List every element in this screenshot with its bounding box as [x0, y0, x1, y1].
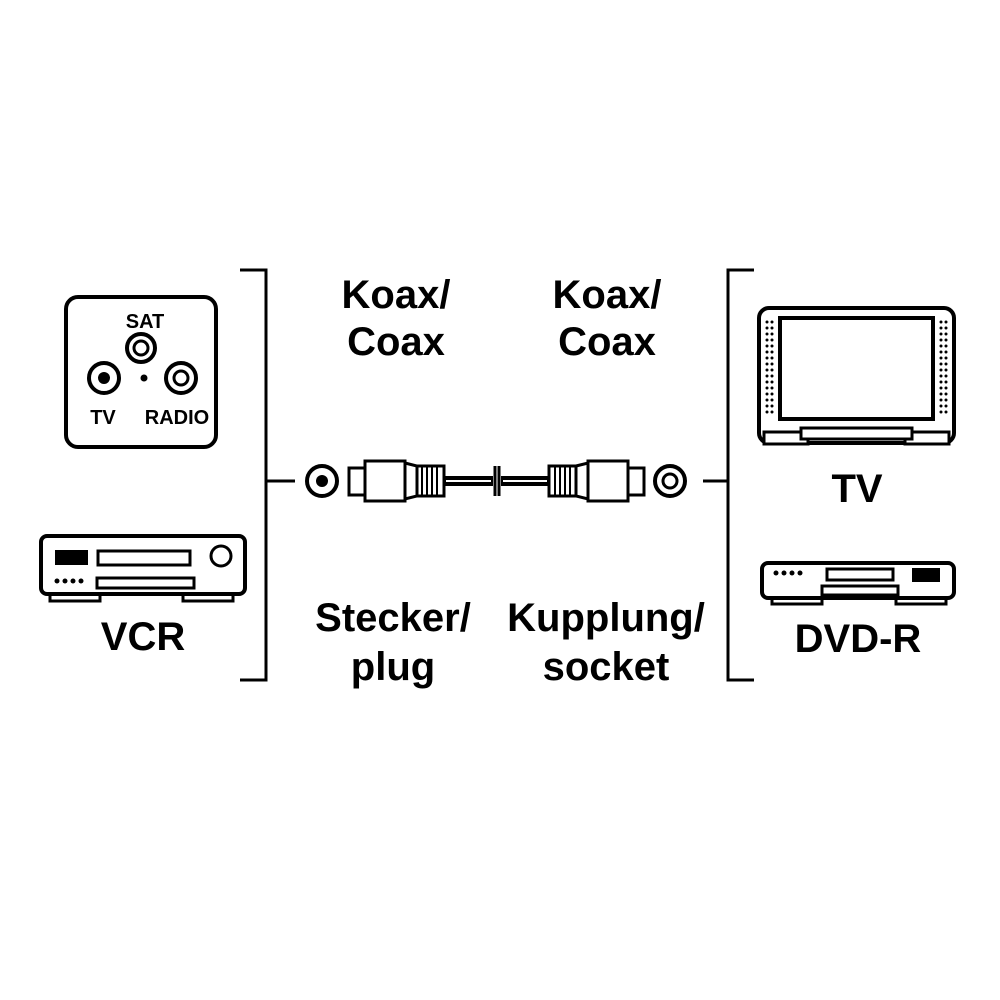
- tv-icon: [757, 306, 956, 446]
- tv-device-label: TV: [831, 467, 882, 511]
- right-bracket: [703, 268, 754, 682]
- tv-port-label: TV: [90, 407, 116, 429]
- right-plug-end-icon: [653, 464, 687, 498]
- tv-port-icon: [87, 361, 121, 395]
- left-top-label-line1: Koax/: [342, 273, 451, 317]
- right-bottom-label-line1: Kupplung/: [507, 596, 705, 640]
- right-top-label-line2: Coax: [558, 320, 656, 364]
- left-socket-end-icon: [305, 464, 339, 498]
- cable-wire: [444, 466, 549, 496]
- left-top-label-line2: Coax: [347, 320, 445, 364]
- radio-port-icon: [164, 361, 198, 395]
- left-bottom-label-line2: plug: [351, 645, 435, 689]
- tv-speaker-right-icon: [939, 320, 948, 414]
- radio-port-label: RADIO: [145, 407, 209, 429]
- left-bottom-label-line1: Stecker/: [315, 596, 471, 640]
- plug-connector-icon: [347, 459, 446, 503]
- left-bracket: [240, 268, 295, 682]
- vcr-label: VCR: [101, 615, 186, 659]
- tv-speaker-left-icon: [765, 320, 774, 414]
- antenna-wall-socket: SAT TV RADIO: [64, 295, 218, 449]
- socket-dot-icon: [140, 374, 148, 382]
- sat-label: SAT: [126, 311, 165, 333]
- socket-connector-icon: [547, 459, 646, 503]
- right-bottom-label-line2: socket: [543, 645, 670, 689]
- sat-port-icon: [125, 332, 157, 364]
- vcr-icon: [39, 534, 247, 603]
- dvd-recorder-icon: [760, 561, 956, 606]
- right-top-label-line1: Koax/: [553, 273, 662, 317]
- dvd-device-label: DVD-R: [795, 617, 922, 661]
- coax-cable: [305, 459, 687, 503]
